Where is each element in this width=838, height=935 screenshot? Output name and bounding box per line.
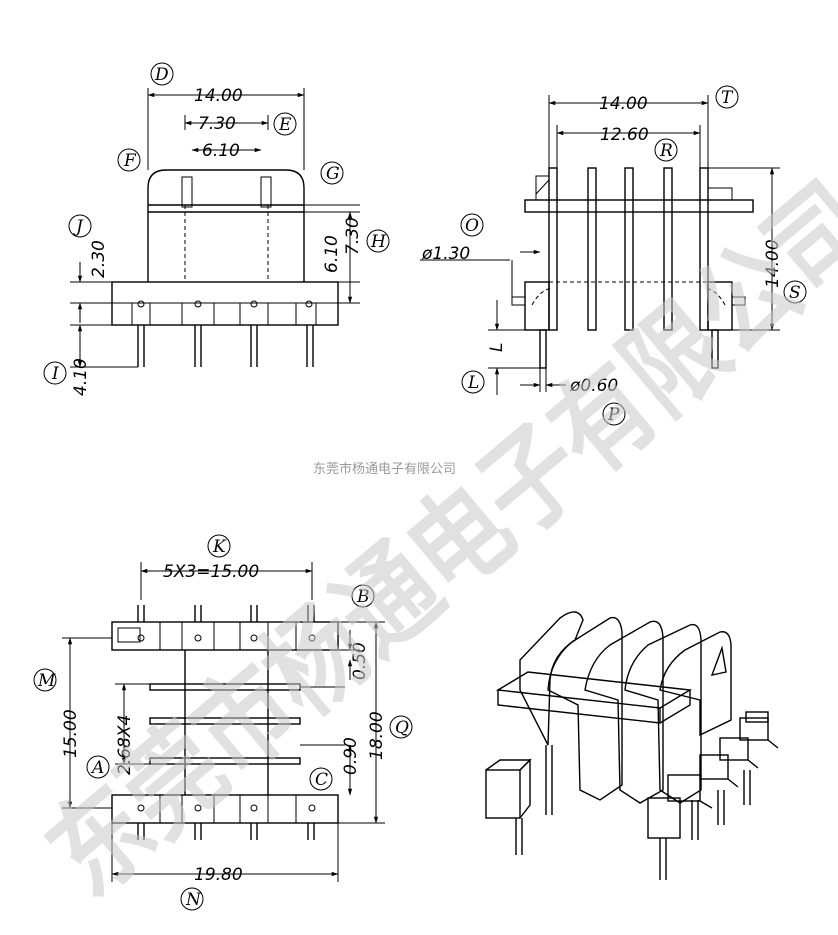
front-dim-h1: 6.10 bbox=[322, 235, 342, 273]
watermark-text: 东莞市杨通电子有限公司 bbox=[24, 160, 838, 920]
front-dim-inner: 6.10 bbox=[202, 141, 240, 161]
company-caption: 东莞市杨通电子有限公司 bbox=[313, 461, 456, 477]
side-dim-height: 14.00 bbox=[763, 239, 783, 288]
side-letters: T R O S L P bbox=[460, 85, 807, 426]
bottom-letters: K B M A C Q N bbox=[33, 534, 413, 911]
label-f: F bbox=[123, 151, 137, 171]
front-dim-ledge: 2.30 bbox=[89, 240, 109, 278]
side-dim-pin-len: L bbox=[487, 343, 507, 352]
label-e: E bbox=[278, 115, 292, 135]
bottom-dim-width: 19.80 bbox=[194, 865, 243, 885]
label-j: J bbox=[73, 217, 84, 237]
side-dim-width: 14.00 bbox=[599, 94, 648, 114]
bottom-dim-c: 0.90 bbox=[341, 737, 361, 775]
label-q: Q bbox=[395, 718, 409, 738]
label-g: G bbox=[326, 164, 340, 184]
bottom-dim-slots: 2.68X4 bbox=[115, 715, 135, 775]
label-c: C bbox=[315, 770, 328, 790]
label-k: K bbox=[212, 537, 227, 557]
label-d: D bbox=[154, 65, 169, 85]
watermark: 东莞市杨通电子有限公司 bbox=[24, 160, 838, 920]
label-n: N bbox=[185, 890, 202, 910]
front-letters: D E F G H J I bbox=[43, 62, 390, 385]
label-r: R bbox=[659, 141, 673, 161]
bottom-dim-b: 0.50 bbox=[350, 642, 370, 680]
isometric-view bbox=[485, 611, 779, 880]
label-h: H bbox=[370, 232, 387, 252]
bottom-view: 5X3=15.00 0.50 15.00 18.00 2.68X4 0.90 1… bbox=[33, 534, 413, 911]
front-view: 14.00 7.30 6.10 6.10 7.30 2.30 4.10 D E … bbox=[43, 62, 390, 396]
label-a: A bbox=[90, 758, 104, 778]
bottom-dim-overall: 18.00 bbox=[367, 711, 387, 760]
front-dim-h2: 7.30 bbox=[343, 217, 363, 255]
label-o: O bbox=[465, 216, 479, 236]
label-i: I bbox=[51, 364, 59, 384]
front-dim-outer: 7.30 bbox=[198, 114, 236, 134]
label-b: B bbox=[356, 587, 370, 607]
side-dim-inner: 12.60 bbox=[600, 125, 649, 145]
label-p: P bbox=[607, 405, 620, 425]
side-dim-pin-dia: ø1.30 bbox=[421, 244, 470, 264]
label-m: M bbox=[37, 671, 56, 691]
side-view: 14.00 12.60 14.00 ø1.30 L ø0.60 T R O S … bbox=[420, 85, 807, 426]
side-dim-pin-small: ø0.60 bbox=[569, 376, 618, 396]
front-dim-width: 14.00 bbox=[194, 86, 243, 106]
front-dim-pin: 4.10 bbox=[71, 358, 91, 396]
label-t: T bbox=[721, 88, 734, 108]
bottom-dim-row: 15.00 bbox=[61, 709, 81, 758]
bottom-dim-pitch: 5X3=15.00 bbox=[163, 562, 259, 582]
label-s: S bbox=[789, 283, 801, 303]
label-l: L bbox=[467, 373, 479, 393]
